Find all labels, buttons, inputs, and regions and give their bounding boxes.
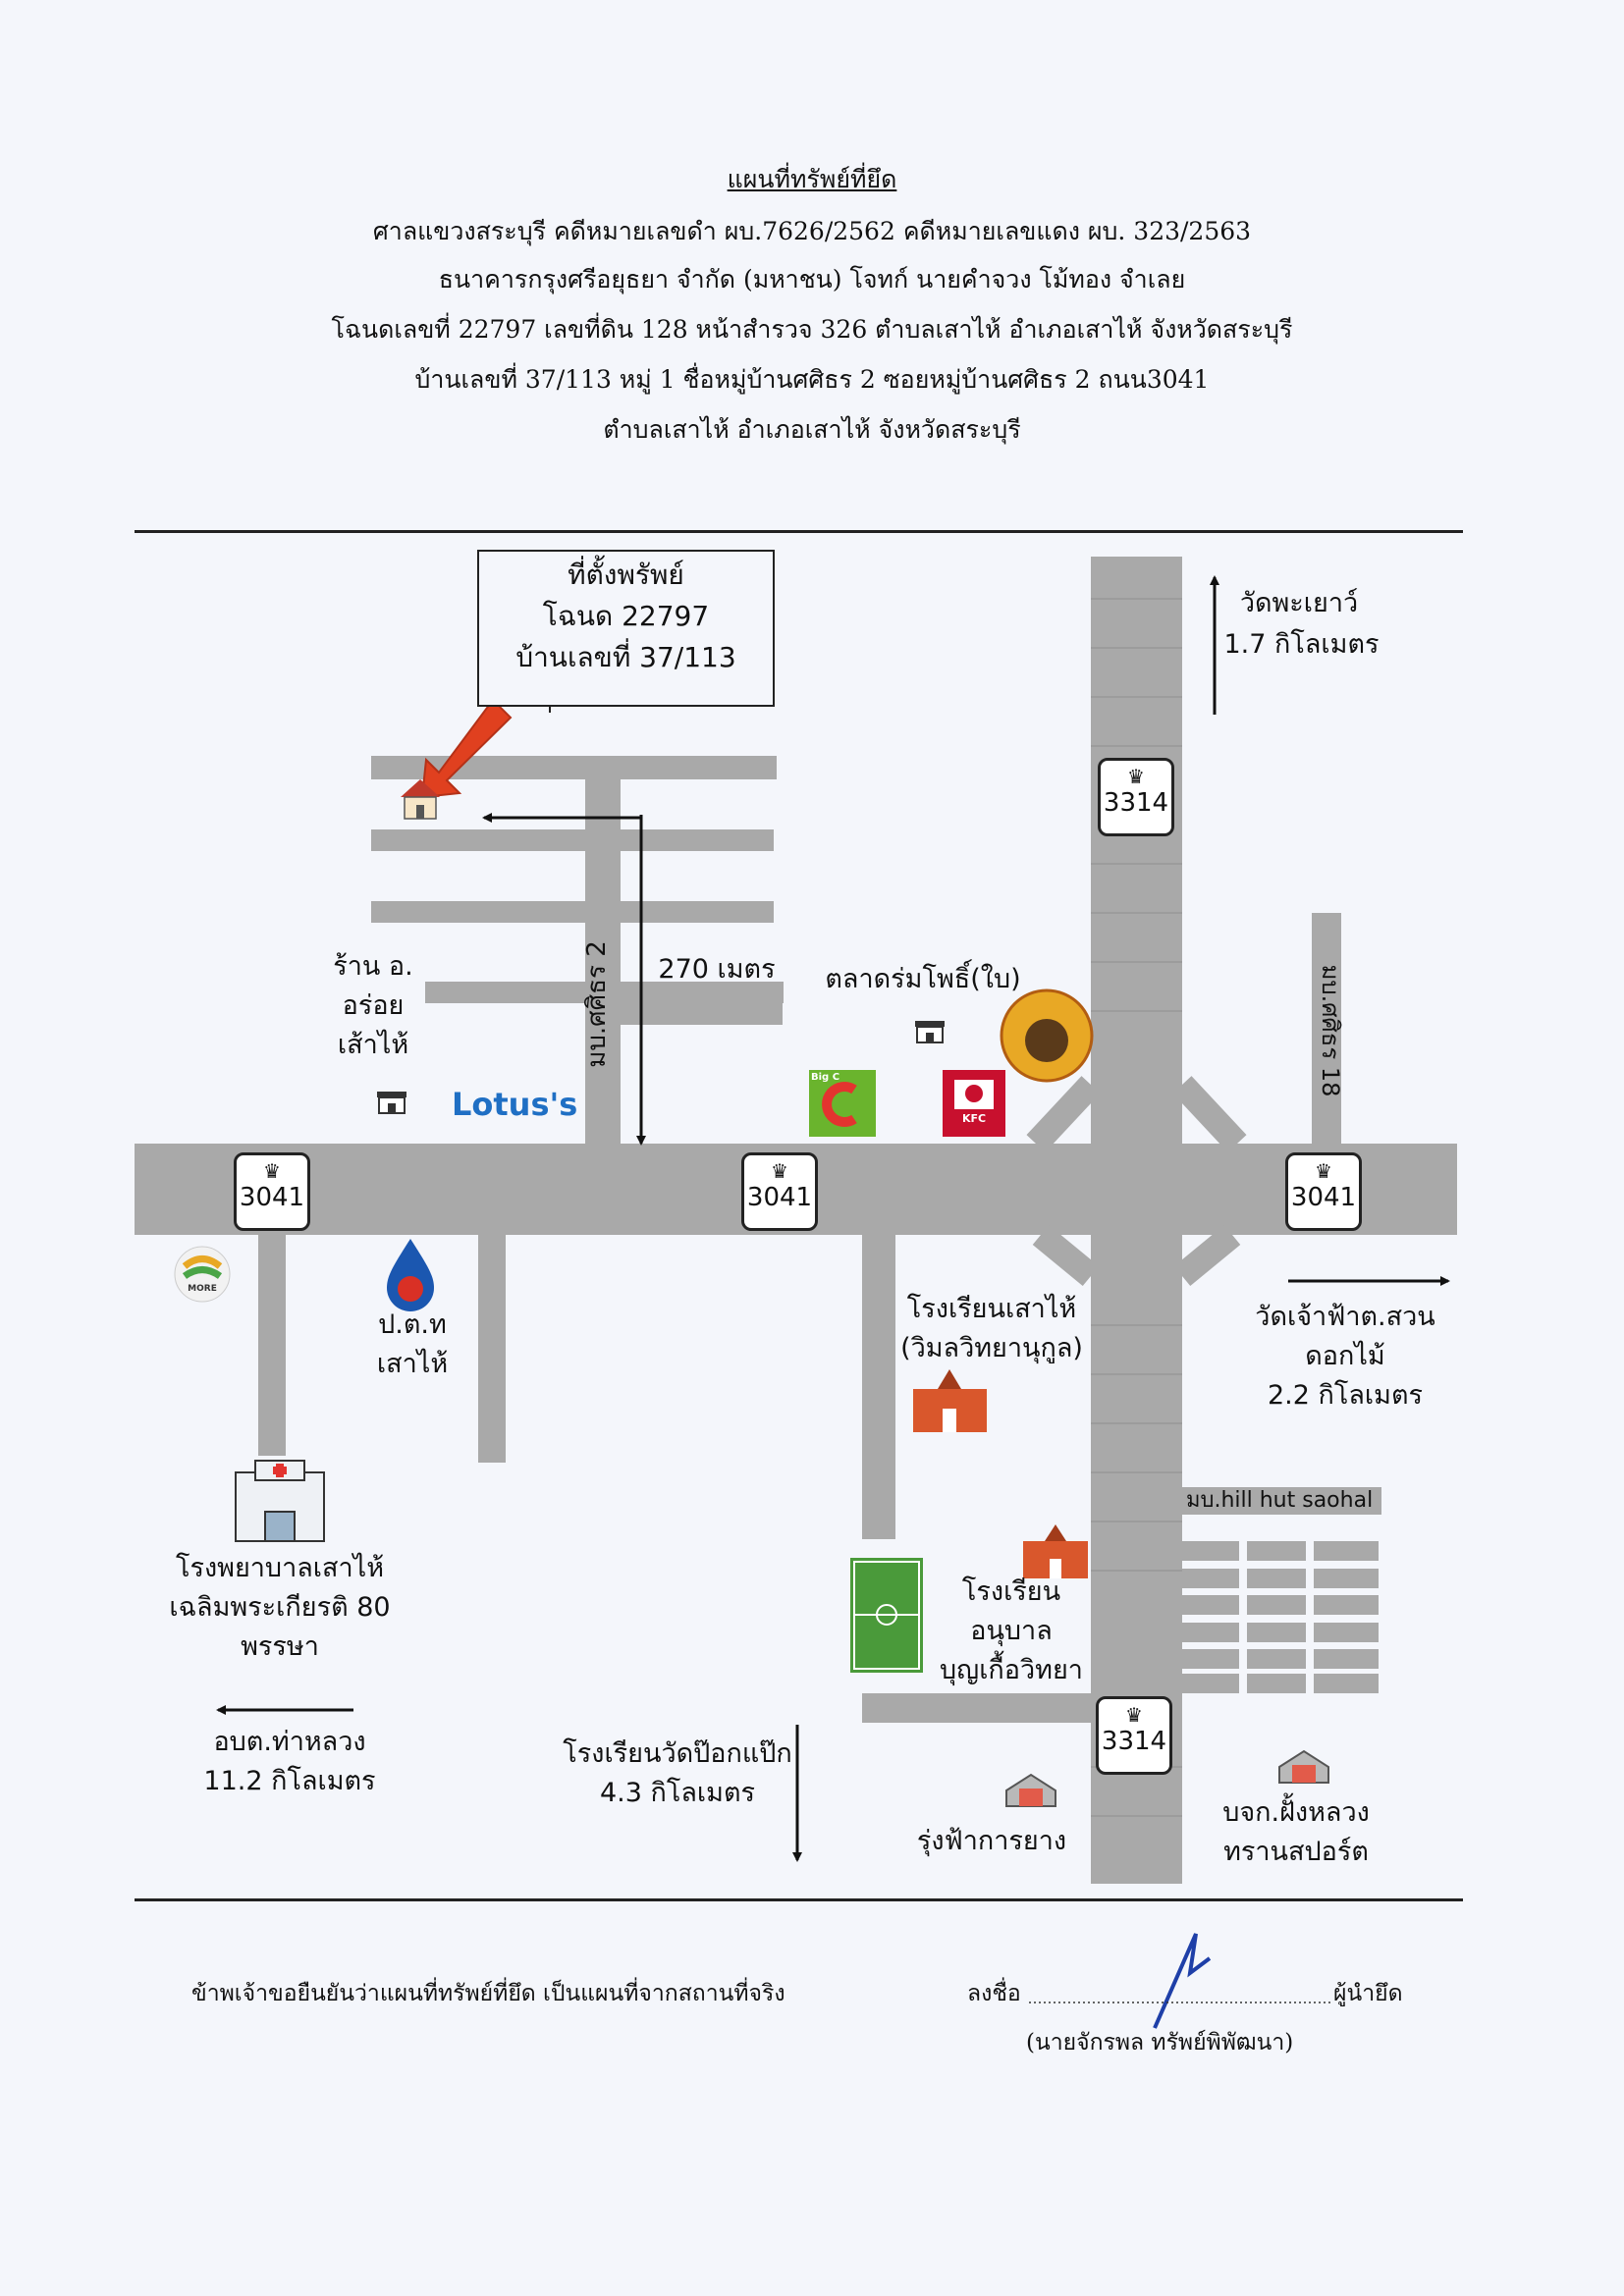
shop-label-1: ร้าน อ. — [333, 951, 413, 982]
warehouse-icon-1 — [1005, 1773, 1056, 1807]
road-label-soi-18: มบ.ศศิธร 18 — [1317, 964, 1344, 1097]
soi-branch-4 — [425, 982, 784, 1003]
bottom-rule — [135, 1898, 1463, 1901]
road-south-school — [862, 1235, 895, 1539]
route-shield-3314-north: ♛3314 — [1098, 758, 1174, 836]
school-icon-2 — [1023, 1524, 1088, 1578]
case-line: ศาลแขวงสระบุรี คดีหมายเลขดำ ผบ.7626/2562… — [372, 217, 1252, 245]
road-hill-hut — [1182, 1487, 1381, 1515]
wat-phayao-distance: 1.7 กิโลเมตร — [1223, 629, 1380, 660]
hospital-label-2: เฉลิมพระเกียรติ 80 — [169, 1592, 391, 1623]
property-box-label-2: โฉนด 22797 — [542, 600, 710, 632]
ptt-label-1: ป.ต.ท — [378, 1309, 447, 1340]
route-shield-3041-center: ♛3041 — [741, 1152, 818, 1231]
shop-label-2: อร่อย — [342, 990, 405, 1021]
route-shield-3041-east: ♛3041 — [1285, 1152, 1362, 1231]
soi-branch-3 — [371, 901, 774, 923]
road-south-ptt — [478, 1235, 506, 1463]
kinder-label-1: โรงเรียน — [961, 1576, 1061, 1607]
road-soi-sasithorn-2 — [585, 756, 621, 1144]
school-pok-name: โรงเรียนวัดป๊อกแป๊ก — [563, 1738, 792, 1769]
kinder-label-3: บุญเกื้อวิทยา — [940, 1655, 1083, 1685]
top-rule — [135, 530, 1463, 533]
school-pok-distance: 4.3 กิโลเมตร — [600, 1778, 755, 1808]
wat-chaofa-name-2: ดอกไม้ — [1305, 1341, 1385, 1371]
market-logo-icon — [1000, 988, 1094, 1083]
market-label: ตลาดร่มโพธิ์(ใบ) — [825, 964, 1021, 994]
road-3314-lanes — [1091, 598, 1182, 1817]
property-pointer-arrow — [420, 698, 513, 799]
signature-mark — [1153, 1933, 1212, 2029]
property-box-label-3: บ้านเลขที่ 37/113 — [515, 641, 736, 673]
lotus-logo: Lotus's — [452, 1086, 578, 1123]
hospital-icon — [235, 1460, 325, 1542]
pt-more-label: MORE — [188, 1284, 217, 1294]
rung-fa-label: รุ่งฟ้าการยาง — [916, 1826, 1067, 1856]
route-shield-3041-west: ♛3041 — [234, 1152, 310, 1231]
property-box-frame — [477, 550, 775, 707]
ptt-logo-icon — [387, 1239, 434, 1311]
page-title: แผนที่ทรัพย์ที่ยึด — [727, 165, 897, 193]
soi-branch-2 — [371, 829, 774, 851]
warehouse-icon-2 — [1278, 1749, 1329, 1784]
road-south-hospital — [258, 1235, 286, 1456]
wat-chaofa-distance: 2.2 กิโลเมตร — [1268, 1380, 1423, 1411]
parties-line: ธนาคารกรุงศรีอยุธยา จำกัด (มหาชน) โจทก์ … — [438, 265, 1186, 294]
address-line: บ้านเลขที่ 37/113 หมู่ 1 ชื่อหมู่บ้านศศิ… — [414, 365, 1210, 394]
road-3314 — [1091, 557, 1182, 1884]
shop-label-3: เส้าไห้ — [337, 1030, 409, 1060]
sign-role: ผู้นำยึด — [1333, 1981, 1403, 2006]
bjk-label-1: บจก.ฝั้งหลวง — [1222, 1797, 1370, 1828]
kinder-label-2: อนุบาล — [970, 1616, 1053, 1646]
school1-label-2: (วิมลวิทยานุกูล) — [900, 1333, 1083, 1363]
property-box-label-1: ที่ตั้งพรัพย์ — [568, 559, 684, 591]
ptt-label-2: เสาไห้ — [376, 1349, 449, 1379]
bigc-logo-icon — [809, 1070, 876, 1137]
house-icon — [401, 779, 440, 820]
deed-line: โฉนดเลขที่ 22797 เลขที่ดิน 128 หน้าสำรวจ… — [331, 315, 1293, 344]
hill-hut-grid-lines — [1239, 1541, 1314, 1693]
distance-to-property: 270 เมตร — [658, 954, 776, 985]
road-label-hill-hut: มบ.hill hut saohal — [1186, 1488, 1374, 1513]
bjk-label-2: ทรานสปอร์ต — [1223, 1837, 1369, 1867]
obt-distance: 11.2 กิโลเมตร — [203, 1766, 376, 1796]
store-icon-shop — [377, 1092, 406, 1114]
road-south-bottom — [862, 1693, 1091, 1723]
school1-label-1: โรงเรียนเสาไห้ — [906, 1294, 1077, 1324]
kfc-label: KFC — [961, 1112, 987, 1125]
hospital-label-3: พรรษา — [241, 1631, 319, 1662]
wat-chaofa-name-1: วัดเจ้าฟ้าต.สวน — [1255, 1302, 1435, 1332]
pt-logo-icon — [174, 1246, 231, 1303]
road-soi-sasithorn-18 — [1312, 913, 1341, 1144]
intersection-diagonals — [1026, 1076, 1247, 1287]
soi-branch-5 — [621, 1003, 783, 1025]
obt-name: อบต.ท่าหลวง — [213, 1727, 366, 1757]
hill-hut-grid — [1182, 1541, 1379, 1693]
confirmation-statement: ข้าพเจ้าขอยืนยันว่าแผนที่ทรัพย์ที่ยึด เป… — [191, 1981, 785, 2006]
hospital-label-1: โรงพยาบาลเสาไห้ — [175, 1553, 385, 1583]
school-icon-1 — [913, 1369, 987, 1432]
district-line: ตำบลเสาไห้ อำเภอเสาไห้ จังหวัดสระบุรี — [603, 415, 1021, 444]
football-field-icon — [850, 1558, 923, 1673]
road-label-soi-2: มบ.ศศิธร 2 — [582, 940, 612, 1068]
bigc-label: Big C — [811, 1072, 840, 1083]
signer-name: (นายจักรพล ทรัพย์พิพัฒนา) — [1026, 2030, 1294, 2056]
wat-phayao-name: วัดพะเยาว์ — [1239, 588, 1359, 618]
store-icon-market — [915, 1021, 945, 1043]
kfc-logo-icon — [943, 1070, 1005, 1137]
sign-label: ลงชื่อ — [967, 1981, 1021, 2006]
route-shield-3314-south: ♛3314 — [1096, 1696, 1172, 1775]
